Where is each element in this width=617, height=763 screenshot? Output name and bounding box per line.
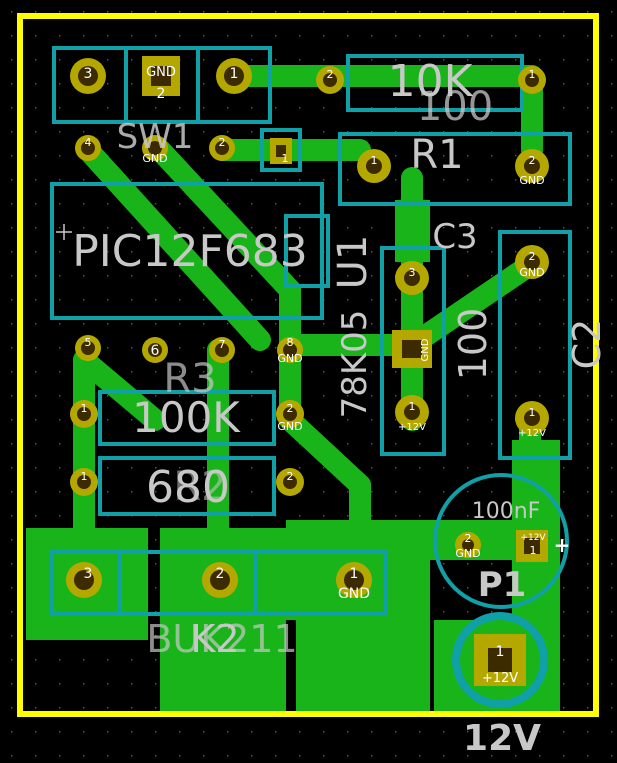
pad-label-r3-2: 2 [287, 402, 294, 415]
r3-value: 100K [132, 393, 241, 442]
pad-label-conn-1: 1 [496, 644, 505, 660]
pad-label-pic-6: 6 [151, 343, 160, 359]
silkscreen-text: 10K 100 SW1 R1 C3 PIC12F683 U1 78K05 100… [72, 56, 609, 759]
pad-r3-1 [70, 400, 98, 428]
pad-labels: 3 GND 2 1 4 GND 2 1 2 1 1 2 GND 3 GND 1 … [81, 65, 571, 686]
pad-r1-1 [518, 66, 546, 94]
pic-chip: PIC12F683 [72, 226, 308, 277]
r3-ref: R3 [163, 356, 216, 402]
markers [56, 224, 72, 240]
pad-pic-8 [277, 337, 303, 363]
copper-traces [73, 65, 543, 591]
pad-pic-5 [75, 335, 101, 361]
k2-overlay: BUK211 [146, 617, 297, 661]
r2-value: 680 [146, 462, 230, 513]
pad-label-c3-1: 1 [371, 154, 378, 167]
c3-value: 100 [451, 308, 495, 381]
c2-ref: C2 [565, 319, 609, 370]
pad-r3-2 [276, 400, 304, 428]
p1-value: 100nF [472, 499, 541, 524]
conn-12v-label: 12V [463, 718, 541, 759]
pad-label-r3-gnd: GND [277, 420, 302, 433]
pad-pic-7 [209, 337, 235, 363]
pads [66, 56, 549, 686]
pad-reg-1 [395, 395, 429, 429]
pad-12v-1 [474, 634, 526, 686]
pad-label-sw-gnd: GND [146, 65, 176, 80]
pad-c2-2 [515, 245, 549, 279]
pad-label-reg-12v: +12V [398, 422, 426, 433]
pad-k2-3 [66, 562, 102, 598]
pad-label-pic-5: 5 [85, 336, 92, 349]
pad-k2-1 [336, 562, 372, 598]
pad-sw1-gnd2 [142, 135, 168, 161]
c3-ref: C3 [432, 217, 477, 257]
sw1-ref: SW1 [117, 117, 194, 157]
pad-label-pic-8: 8 [287, 336, 294, 349]
pad-label-sw-3: 3 [84, 66, 93, 82]
pad-label-reg-3: 3 [409, 266, 416, 279]
r1-ref: R1 [410, 132, 463, 178]
pad-sw1-3 [70, 58, 106, 94]
pad-r2-2 [276, 468, 304, 496]
pad-k2-2 [202, 562, 238, 598]
pad-c3-1 [357, 149, 391, 183]
pad-label-n1: 1 [282, 152, 289, 165]
pad-label-c3-2: 2 [529, 154, 536, 167]
pad-label-p1-gnd: GND [455, 547, 480, 560]
pad-net-1 [270, 138, 292, 164]
r1-value: 10K [388, 56, 474, 107]
pad-sw1-4 [75, 135, 101, 161]
pad-label-r2-2: 2 [287, 470, 294, 483]
pad-label-c2-12v: +12V [518, 428, 546, 439]
fab-outlines [50, 46, 572, 708]
pad-label-c2-2: 2 [529, 250, 536, 263]
pad-label-k2-2: 2 [216, 566, 225, 582]
pad-label-sw-1: 1 [230, 66, 239, 82]
pad-label-r1-1: 1 [529, 68, 536, 81]
pad-label-reg-1: 1 [409, 400, 416, 413]
pad-label-p1-2: 2 [465, 532, 472, 545]
k2-ref: K2 [190, 617, 239, 661]
board-outline [17, 13, 599, 717]
pad-pic-6 [142, 337, 168, 363]
reg-ref: 78K05 [335, 310, 375, 419]
pad-label-k2-3: 3 [84, 566, 93, 582]
pad-c3-2 [515, 149, 549, 183]
pad-label-sw-4: 4 [85, 136, 92, 149]
pad-reg-3 [395, 261, 429, 295]
pad-label-p1-12v: +12V [520, 533, 546, 543]
pad-label-sw-2b: 2 [219, 136, 226, 149]
pad-label-c2-1: 1 [529, 406, 536, 419]
r2-overlay: R2 [173, 464, 226, 510]
pad-c2-1 [515, 401, 549, 435]
pad-sw1-1 [216, 58, 252, 94]
pad-sw1-gnd [142, 56, 180, 96]
pad-p1-2 [455, 532, 481, 558]
pad-r1-2 [316, 66, 344, 94]
pad-label-c2-gnd: GND [519, 266, 544, 279]
pad-label-sw-gnd2: GND [142, 152, 167, 165]
pad-label-k2-gnd: GND [338, 586, 370, 602]
r1-overlay: 100 [417, 84, 493, 130]
pad-label-p1-1: 1 [530, 544, 537, 557]
p1-ref: P1 [478, 565, 527, 605]
pad-p1-1 [516, 530, 548, 562]
pad-label-conn-12v: +12V [482, 671, 518, 686]
pad-label-r2-1: 1 [81, 470, 88, 483]
pad-label-pic-7: 7 [219, 338, 226, 351]
pad-label-sw-2: 2 [157, 86, 166, 102]
pad-label-r3-1: 1 [81, 402, 88, 415]
pad-label-r1-2: 2 [327, 68, 334, 81]
pad-label-k2-1: 1 [350, 566, 359, 582]
pad-reg-gnd [392, 330, 432, 368]
pad-label-reg-gnd: GND [420, 338, 431, 361]
pad-label-plus: + [554, 533, 571, 557]
u1-ref: U1 [330, 235, 376, 290]
pad-sw1-2 [209, 135, 235, 161]
pad-r2-1 [70, 468, 98, 496]
pad-label-c3-gnd: GND [519, 174, 544, 187]
pad-label-pic-gnd: GND [277, 352, 302, 365]
